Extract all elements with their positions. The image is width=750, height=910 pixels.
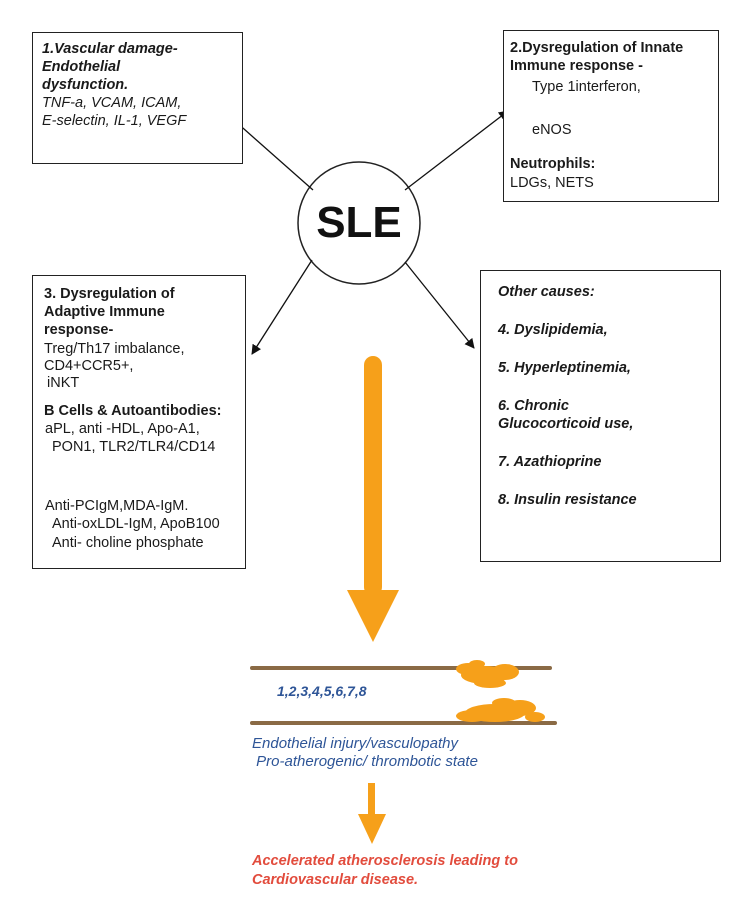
box1-title-line3: dysfunction.: [42, 77, 129, 93]
box3-down-line1: Anti-PCIgM,MDA-IgM.: [45, 498, 189, 514]
box3-title-line2: Adaptive Immune: [44, 304, 165, 320]
box-adaptive-immune: 3. Dysregulation of Adaptive Immune resp…: [32, 275, 246, 569]
box4-item-insulin-resistance: 8. Insulin resistance: [498, 492, 637, 508]
box1-title-line2: Endothelial: [42, 59, 121, 75]
result-line2: Pro-atherogenic/ thrombotic state: [252, 753, 478, 770]
box4-heading: Other causes:: [498, 284, 595, 300]
box4-item-dyslipidemia: 4. Dyslipidemia,: [498, 322, 608, 338]
box3-line1: Treg/Th17 imbalance,: [44, 341, 185, 357]
box-vascular-damage: 1.Vascular damage- Endothelial dysfuncti…: [32, 32, 243, 164]
box4-item-azathioprine: 7. Azathioprine: [498, 454, 602, 470]
outcome-line2: Cardiovascular disease.: [252, 872, 419, 888]
sle-circle: [297, 161, 421, 285]
box2-title-line2: Immune response -: [510, 58, 643, 74]
box4-item-glucocorticoid-line2: Glucocorticoid use,: [498, 416, 634, 432]
outcome-line1: Accelerated atherosclerosis leading to: [252, 853, 518, 869]
box3-up-line1: aPL, anti -HDL, Apo-A1,: [45, 421, 200, 437]
box4-item-hyperleptinemia: 5. Hyperleptinemia,: [498, 360, 631, 376]
arrow-to-box2: [404, 110, 509, 191]
arrow-to-box4: [404, 261, 475, 349]
vessel-label: 1,2,3,4,5,6,7,8: [277, 683, 367, 699]
box3-down-line2: Anti-oxLDL-IgM, ApoB100: [52, 516, 220, 532]
box3-down-line3: Anti- choline phosphate: [52, 535, 204, 551]
box3-title-line1: 3. Dysregulation of: [44, 286, 175, 302]
plaque-deposit-top: [456, 660, 519, 688]
small-orange-arrow: [358, 783, 386, 844]
box1-items-line2: E-selectin, IL-1, VEGF: [42, 113, 187, 129]
box2-neutrophils-items: LDGs, NETS: [510, 175, 594, 191]
arrow-to-box3: [251, 259, 313, 355]
box2-title-line1: 2.Dysregulation of Innate: [510, 40, 684, 56]
box4-item-glucocorticoid-line1: 6. Chronic: [498, 398, 569, 414]
box2-down-item: eNOS: [532, 122, 572, 138]
box3-up-line2: PON1, TLR2/TLR4/CD14: [52, 439, 216, 455]
result-line1: Endothelial injury/vasculopathy: [252, 735, 458, 752]
box1-items-line1: TNF-a, VCAM, ICAM,: [42, 95, 182, 111]
box3-line2: CD4+CCR5+,: [44, 358, 134, 374]
box-innate-immune: 2.Dysregulation of Innate Immune respons…: [503, 30, 719, 202]
sle-label: SLE: [316, 198, 402, 247]
box3-title-line3: response-: [44, 322, 114, 338]
box3-bcells-label: B Cells & Autoantibodies:: [44, 403, 222, 419]
box1-title-line1: 1.Vascular damage-: [42, 41, 178, 57]
plaque-deposit-bottom: [456, 698, 545, 722]
box2-up-item: Type 1interferon,: [532, 79, 641, 95]
big-orange-arrow: [347, 356, 399, 642]
box2-neutrophils-label: Neutrophils:: [510, 156, 596, 172]
box-other-causes: Other causes: 4. Dyslipidemia, 5. Hyperl…: [480, 270, 721, 562]
box3-down-item: iNKT: [47, 375, 80, 391]
